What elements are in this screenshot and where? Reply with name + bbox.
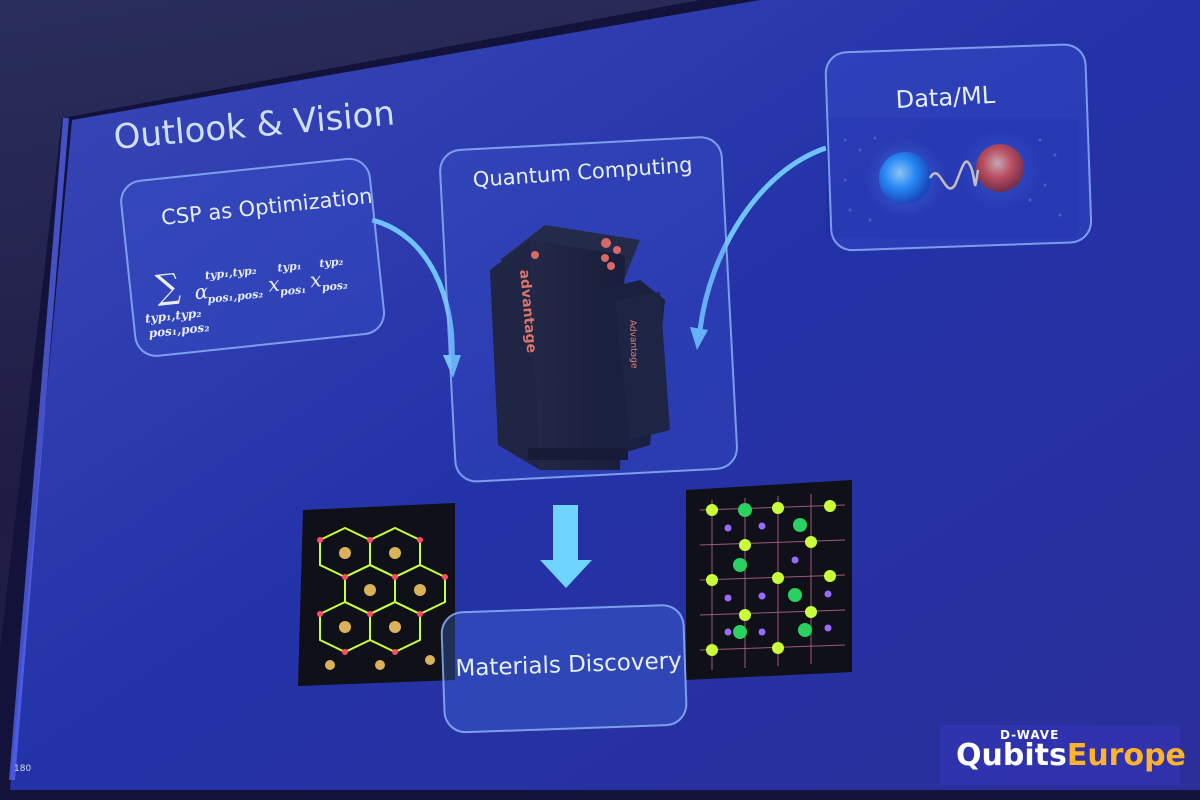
dwave-logo-text: D-WAVE <box>1000 728 1060 742</box>
x1-subscript: pos₁ <box>279 282 307 299</box>
x2-superscript: typ₂ <box>318 254 344 271</box>
quantum-computer-image: advantage Advantage <box>490 225 670 470</box>
qubits-europe-logo: QubitsEurope <box>956 738 1186 773</box>
arrow-quantum-to-materials <box>540 505 592 588</box>
page-number: 180 <box>14 764 32 774</box>
arrow-data-to-quantum <box>697 145 827 331</box>
x2-symbol: x <box>308 267 323 293</box>
data-ml-box-label: Data/ML <box>895 80 996 114</box>
logo-qubits: Qubits <box>956 738 1067 773</box>
crystal-structure-left <box>298 503 455 686</box>
computer-side-text: Advantage <box>627 320 639 369</box>
x2-subscript: pos₂ <box>321 278 349 295</box>
sum-symbol: ∑ <box>153 265 183 309</box>
wave-line <box>928 160 980 190</box>
alpha-superscript: typ₁,typ₂ <box>204 263 258 283</box>
logo-europe: Europe <box>1066 738 1186 773</box>
computer-vertical-text: advantage <box>516 269 539 354</box>
x1-superscript: typ₁ <box>276 259 303 275</box>
data-ml-box <box>824 42 1093 252</box>
red-particle <box>976 144 1024 192</box>
x1-symbol: x <box>266 271 281 297</box>
blue-particle <box>879 152 931 204</box>
arrow-csp-to-quantum <box>371 217 455 361</box>
crystal-structure-right <box>686 480 852 680</box>
alpha-subscript: pos₁,pos₂ <box>206 287 264 307</box>
